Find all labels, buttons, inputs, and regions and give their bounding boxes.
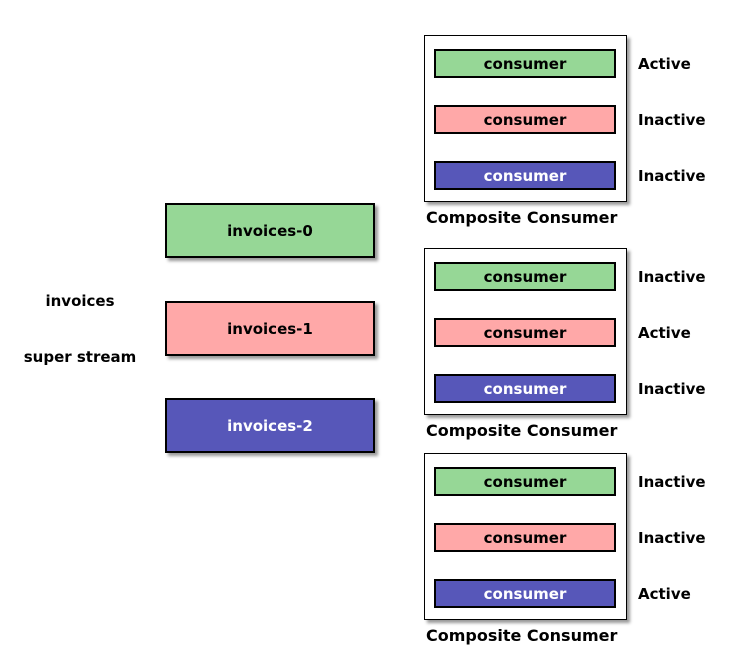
consumer-box: consumer xyxy=(434,105,616,134)
partition-box-1: invoices-1 xyxy=(165,301,375,356)
consumer-status-label: Active xyxy=(638,54,691,73)
stream-name-label: invoices xyxy=(45,292,115,310)
consumer-status-label: Inactive xyxy=(638,472,706,491)
consumer-status-label: Inactive xyxy=(638,110,706,129)
stream-type-label: super stream xyxy=(23,348,137,366)
consumer-status-label: Inactive xyxy=(638,379,706,398)
partition-box-2: invoices-2 xyxy=(165,398,375,453)
consumer-box: consumer xyxy=(434,318,616,347)
composite-consumer-label: Composite Consumer xyxy=(426,208,618,227)
consumer-status-label: Active xyxy=(638,323,691,342)
composite-consumer-label: Composite Consumer xyxy=(426,421,618,440)
partition-box-0: invoices-0 xyxy=(165,203,375,258)
composite-consumer-label: Composite Consumer xyxy=(426,626,618,645)
consumer-box: consumer xyxy=(434,161,616,190)
consumer-box: consumer xyxy=(434,579,616,608)
consumer-box: consumer xyxy=(434,467,616,496)
consumer-box: consumer xyxy=(434,523,616,552)
consumer-box: consumer xyxy=(434,49,616,78)
consumer-status-label: Inactive xyxy=(638,166,706,185)
consumer-status-label: Inactive xyxy=(638,528,706,547)
consumer-status-label: Inactive xyxy=(638,267,706,286)
consumer-status-label: Active xyxy=(638,584,691,603)
consumer-box: consumer xyxy=(434,262,616,291)
consumer-box: consumer xyxy=(434,374,616,403)
